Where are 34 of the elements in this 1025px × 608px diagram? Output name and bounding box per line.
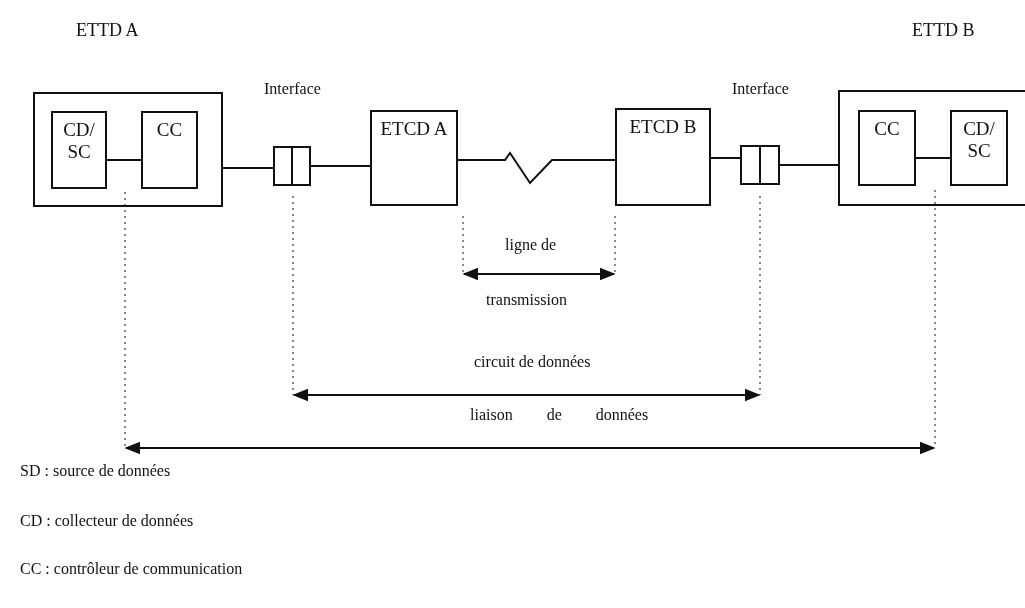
connection-line: [710, 157, 741, 159]
box-label: CC: [155, 119, 184, 141]
box-label: ETCD B: [628, 116, 698, 138]
abbreviation-note: CC : contrôleur de communication: [20, 560, 243, 578]
box-label: ETCD A: [379, 118, 449, 140]
connection-line: [915, 157, 951, 159]
box-label: CD/ SC: [62, 119, 96, 163]
device-box: [141, 111, 198, 189]
dimension-label: ligne de: [505, 236, 557, 254]
device-box: [370, 110, 458, 206]
connection-line: [222, 167, 274, 169]
connection-line: [457, 151, 616, 185]
connection-line: [779, 164, 839, 166]
device-box: [858, 110, 916, 186]
interface-label: Interface: [732, 80, 789, 98]
interface-connector: [740, 145, 780, 185]
interface-connector: [273, 146, 311, 186]
device-box: [950, 110, 1008, 186]
interface-label: Interface: [264, 80, 321, 98]
abbreviation-note: CD : collecteur de données: [20, 512, 194, 530]
equipment-box: [33, 92, 223, 207]
device-label: ETTD B: [912, 20, 975, 41]
dimension-label: circuit de données: [474, 353, 591, 371]
connection-line: [106, 159, 142, 161]
box-label: CD/ SC: [962, 118, 996, 162]
box-label: CC: [873, 118, 901, 140]
device-label: ETTD A: [76, 20, 139, 41]
dimension-label: transmission: [486, 291, 567, 309]
equipment-box: [838, 90, 1025, 206]
abbreviation-note: SD : source de données: [20, 462, 171, 480]
dimension-label: liaison de données: [470, 406, 649, 424]
connection-line: [310, 165, 371, 167]
device-box: [615, 108, 711, 206]
device-box: [51, 111, 107, 189]
